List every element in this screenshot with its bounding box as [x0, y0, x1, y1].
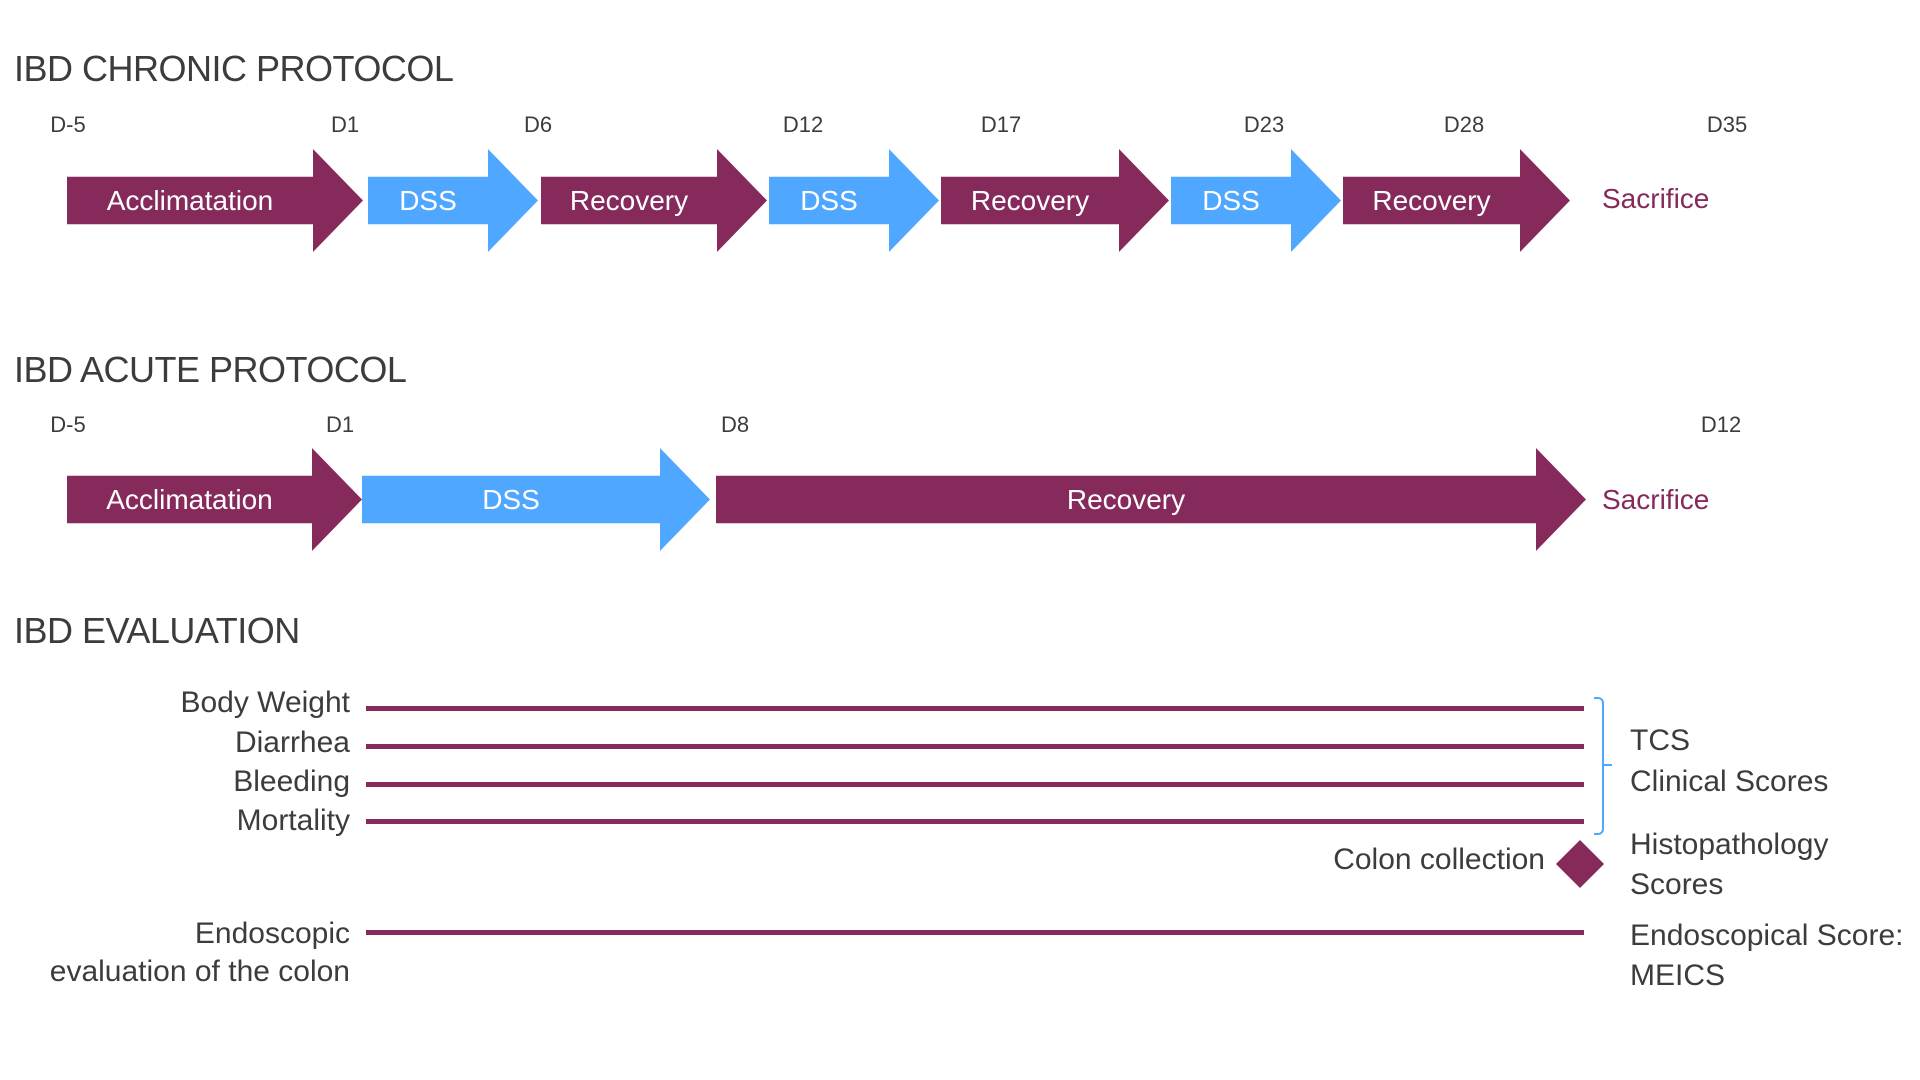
eval-label-bleeding: Bleeding	[233, 765, 350, 798]
acute-phase-dss: DSS	[362, 448, 710, 551]
histopathology-label: Histopathology	[1630, 828, 1829, 861]
phase-label: Recovery	[1066, 483, 1186, 515]
chronic-phase-dss: DSS	[1171, 149, 1341, 252]
clinical-scores-bracket-tip	[1604, 764, 1612, 766]
chronic-sacrifice-label: Sacrifice	[1602, 183, 1710, 214]
phase-label: Recovery	[1372, 184, 1491, 216]
chronic-day-label: D12	[782, 112, 824, 137]
chronic-day-label: D6	[523, 112, 553, 137]
eval-line-diarrhea	[366, 744, 1584, 749]
eval-line-body-weight	[366, 706, 1584, 711]
chronic-day-label: D1	[330, 112, 360, 137]
eval-line-mortality	[366, 819, 1584, 824]
chronic-phase-acclimatation: Acclimatation	[67, 149, 363, 252]
phase-label: Recovery	[569, 184, 689, 216]
phase-label: Acclimatation	[106, 184, 274, 216]
eval-label-body-weight: Body Weight	[180, 686, 350, 719]
acute-protocol-title: IBD ACUTE PROTOCOL	[14, 349, 407, 390]
phase-label: DSS	[482, 483, 540, 515]
chronic-day-label: D17	[980, 112, 1022, 137]
chronic-phase-recovery: Recovery	[941, 149, 1169, 252]
endoscopic-label-line1: Endoscopic	[194, 917, 350, 950]
phase-label: Recovery	[970, 184, 1090, 216]
chronic-phase-dss: DSS	[769, 149, 939, 252]
histopathology-scores-label: Scores	[1630, 868, 1724, 901]
clinical-scores-bracket	[1594, 697, 1604, 835]
acute-phase-recovery: Recovery	[716, 448, 1586, 551]
chronic-day-label: D35	[1706, 112, 1748, 137]
chronic-phase-recovery: Recovery	[541, 149, 767, 252]
eval-line-endoscopic	[366, 930, 1584, 935]
acute-sacrifice-label: Sacrifice	[1602, 484, 1710, 515]
chronic-day-label: D28	[1443, 112, 1485, 137]
acute-phase-acclimatation: Acclimatation	[67, 448, 362, 551]
phase-label: DSS	[800, 184, 858, 216]
chronic-day-label: D23	[1243, 112, 1285, 137]
chronic-day-label: D-5	[50, 112, 86, 137]
meics-label: MEICS	[1630, 959, 1726, 992]
chronic-phase-recovery: Recovery	[1343, 149, 1570, 252]
evaluation-title: IBD EVALUATION	[14, 610, 300, 651]
endoscopic-label-line2: evaluation of the colon	[49, 955, 350, 988]
endoscopical-score-label: Endoscopical Score:	[1630, 919, 1904, 952]
acute-day-label: D12	[1700, 412, 1742, 437]
eval-line-bleeding	[366, 782, 1584, 787]
eval-label-diarrhea: Diarrhea	[234, 726, 350, 759]
chronic-phase-dss: DSS	[368, 149, 538, 252]
eval-label-mortality: Mortality	[236, 804, 350, 837]
tcs-label: TCS	[1630, 724, 1690, 757]
acute-day-label: D1	[325, 412, 355, 437]
acute-day-label: D8	[720, 412, 750, 437]
acute-day-label: D-5	[50, 412, 86, 437]
phase-label: DSS	[1202, 184, 1260, 216]
chronic-protocol-title: IBD CHRONIC PROTOCOL	[14, 48, 454, 89]
clinical-scores-label: Clinical Scores	[1630, 765, 1829, 798]
phase-label: Acclimatation	[106, 483, 273, 515]
colon-collection-diamond-marker	[1555, 839, 1605, 889]
colon-collection-label: Colon collection	[1333, 843, 1545, 876]
phase-label: DSS	[399, 184, 457, 216]
